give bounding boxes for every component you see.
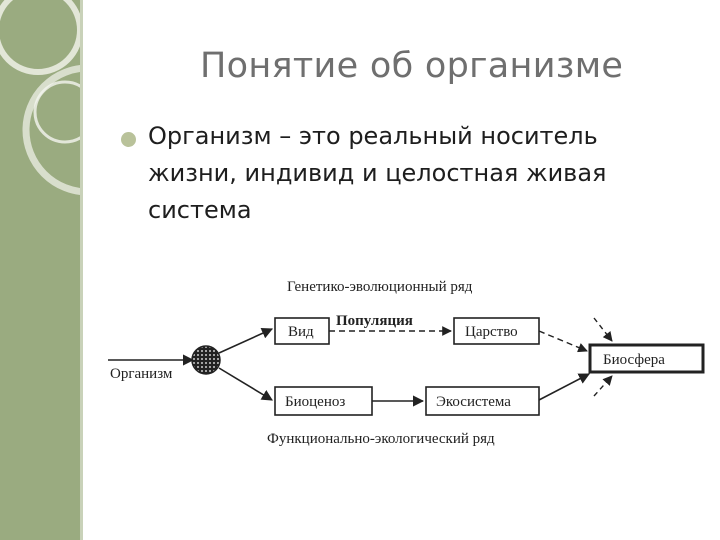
biocenosis-box [274, 386, 373, 416]
biosphere-label: Биосфера [603, 352, 665, 368]
genetic-evolution-row-label: Генетико-эволюционный ряд [287, 279, 473, 295]
functional-ecological-row-label: Функционально-экологический ряд [267, 431, 495, 447]
kingdom-to-biosphere-arrow [538, 330, 588, 353]
bullet-text: Организм – это реальный носитель жизни, … [148, 122, 607, 224]
bullet-icon [121, 132, 136, 147]
page-title: Понятие об организме [200, 46, 624, 86]
biosphere-box [588, 343, 705, 374]
organism-hierarchy-diagram: Генетико-эволюционный ряд Организм Вид П… [108, 279, 705, 447]
vid-label: Вид [288, 324, 314, 340]
arrow-to-vid [218, 328, 274, 354]
population-label: Популяция [336, 313, 413, 329]
incoming-dashed-arrow-top [593, 317, 613, 342]
ecosystem-to-biosphere-arrow [538, 373, 590, 401]
ecosystem-label: Экосистема [436, 394, 511, 410]
arrow-to-biocenosis [218, 367, 273, 401]
decorative-rings-icon [0, 0, 80, 195]
organism-label: Организм [110, 366, 173, 382]
organism-node-icon [191, 345, 221, 375]
kingdom-label: Царство [465, 324, 518, 340]
biocenosis-label: Биоценоз [285, 394, 345, 410]
incoming-dashed-arrow-bottom [593, 375, 613, 397]
sidebar-decoration [0, 0, 83, 540]
ecosystem-box [425, 386, 540, 416]
